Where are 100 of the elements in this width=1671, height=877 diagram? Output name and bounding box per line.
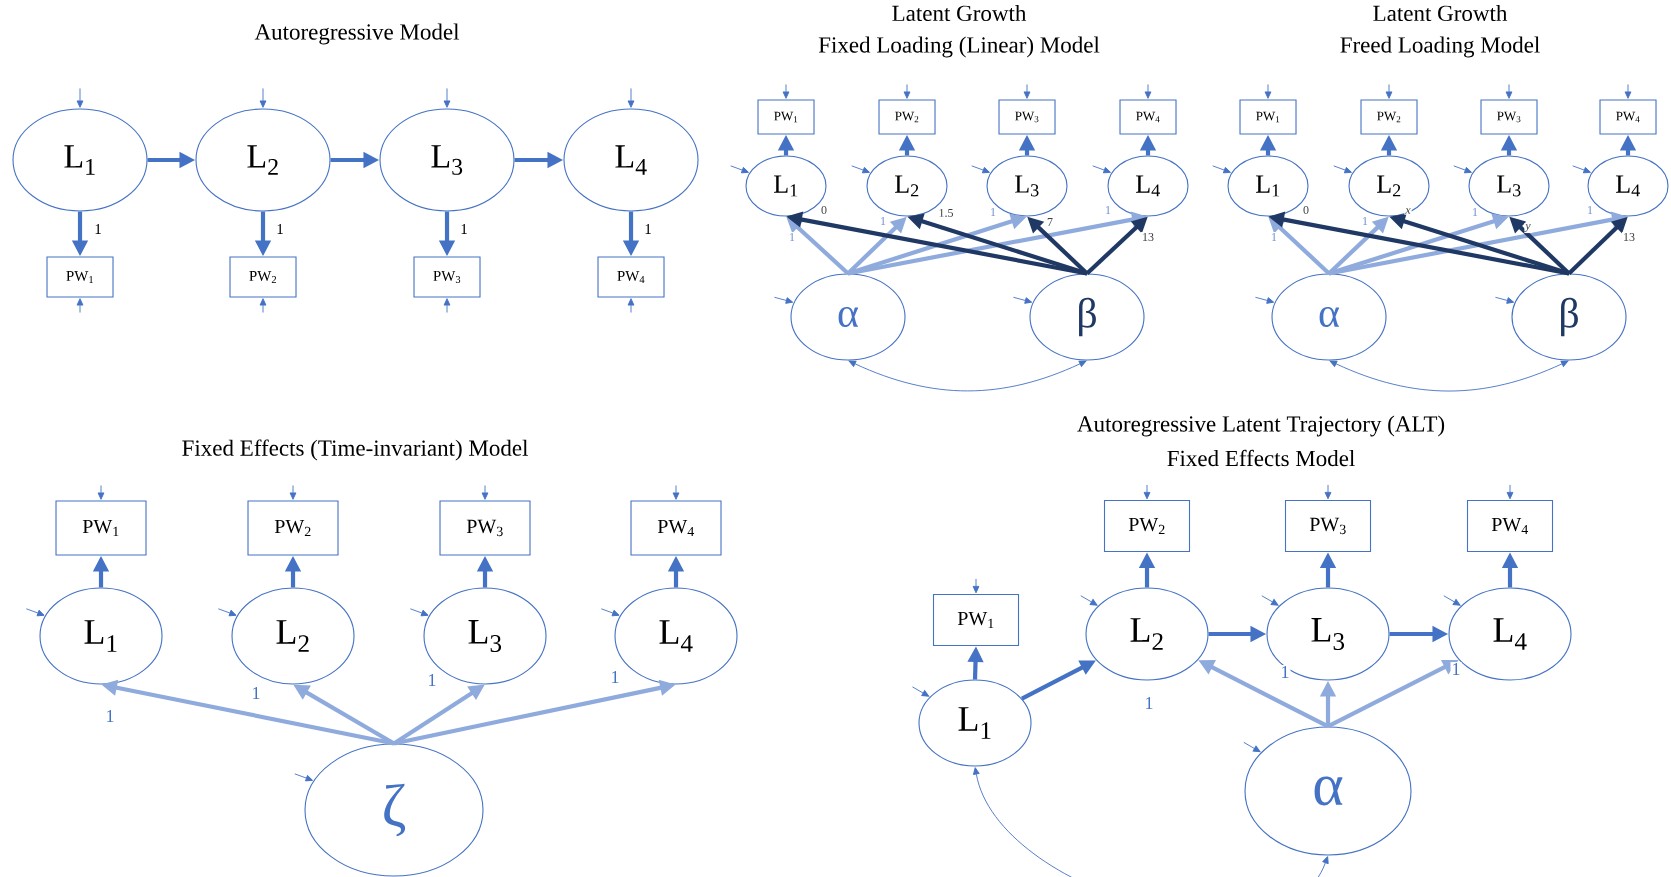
residual-arrow: [1385, 84, 1393, 99]
residual-arrow: [903, 84, 911, 99]
residual-arrow: [672, 485, 680, 500]
residual-arrow: [774, 296, 794, 304]
edge-label: 1: [879, 216, 887, 226]
edge-label: 13: [1141, 231, 1155, 243]
edge-label: 0: [820, 204, 828, 216]
edge-label: 1: [1143, 696, 1155, 710]
edge-label: 1: [1279, 665, 1291, 679]
residual-arrow: [1453, 165, 1472, 174]
double-headed-arrow: [1329, 360, 1569, 392]
panel-title: Latent Growth: [1373, 4, 1508, 22]
residual-arrow: [1572, 165, 1591, 174]
residual-arrow: [1080, 595, 1098, 606]
residual-arrow: [443, 298, 451, 313]
panel-title: Fixed Effects (Time-invariant) Model: [182, 439, 528, 461]
edge-label: 1: [643, 223, 653, 235]
edge-label: y: [1524, 222, 1532, 234]
residual-arrow: [76, 88, 84, 108]
indicator-box: PW$_{3}$: [1284, 499, 1372, 553]
double-headed-arrow: [973, 767, 1329, 877]
residual-arrow: [217, 608, 237, 617]
residual-arrow: [972, 578, 980, 594]
indicator-box: PW$_{2}$: [878, 99, 936, 135]
indicator-box: PW$_{3}$: [998, 99, 1056, 135]
panel-title: Freed Loading Model: [1340, 36, 1540, 58]
indicator-box: PW$_{3}$: [439, 500, 531, 556]
indicator-box: PW$_{3}$: [1480, 99, 1538, 135]
residual-arrow: [25, 608, 45, 617]
indicator-box: PW$_{1}$: [932, 593, 1020, 647]
edge-label: 1: [1270, 232, 1278, 242]
indicator-box: PW$_{4}$: [1119, 99, 1177, 135]
residual-arrow: [782, 84, 790, 99]
residual-arrow: [1333, 165, 1352, 174]
edge-label: 1: [1104, 205, 1112, 215]
residual-arrow: [443, 88, 451, 108]
residual-arrow: [851, 165, 870, 174]
edge-label: 7: [1046, 217, 1054, 227]
residual-arrow: [259, 298, 267, 313]
edge-label: 1: [1450, 662, 1462, 676]
residual-arrow: [294, 773, 313, 782]
edge-label: 1: [1361, 216, 1369, 226]
residual-arrow: [600, 608, 620, 617]
edge-label: x: [1404, 207, 1412, 215]
indicator-box: PW$_{1}$: [55, 500, 147, 556]
indicator-box: PW$_{4}$: [1466, 499, 1554, 553]
residual-arrow: [1264, 84, 1272, 99]
residual-arrow: [409, 608, 429, 617]
residual-arrow: [1013, 296, 1033, 304]
panel-title: Fixed Loading (Linear) Model: [818, 36, 1100, 58]
residual-arrow: [912, 686, 930, 697]
indicator-box: PW$_{2}$: [247, 500, 339, 556]
edge-label: 1: [989, 207, 997, 217]
indicator-box: PW$_{1}$: [1239, 99, 1297, 135]
indicator-box: PW$_{4}$: [597, 256, 665, 298]
residual-arrow: [1443, 595, 1461, 606]
edge-label: 13: [1622, 231, 1636, 243]
indicator-box: PW$_{2}$: [1360, 99, 1418, 135]
edge-label: 1: [104, 709, 116, 723]
residual-arrow: [1324, 484, 1332, 500]
edge-label: 1: [1586, 205, 1594, 215]
residual-arrow: [1243, 741, 1261, 753]
edge-label: 1: [275, 223, 285, 235]
edge-label: 1: [250, 686, 262, 700]
edge-label: 1: [426, 673, 438, 687]
residual-arrow: [627, 88, 635, 108]
residual-arrow: [730, 165, 749, 174]
double-headed-arrow: [848, 360, 1087, 392]
edge-label: 1: [459, 223, 469, 235]
residual-arrow: [1212, 165, 1231, 174]
indicator-box: PW$_{2}$: [1103, 499, 1191, 553]
panel-title: Autoregressive Latent Trajectory (ALT): [1077, 415, 1445, 437]
residual-arrow: [1505, 84, 1513, 99]
residual-arrow: [1143, 484, 1151, 500]
indicator-box: PW$_{4}$: [1599, 99, 1657, 135]
indicator-box: PW$_{3}$: [413, 256, 481, 298]
indicator-box: PW$_{2}$: [229, 256, 297, 298]
residual-arrow: [1495, 296, 1515, 304]
residual-arrow: [1624, 84, 1632, 99]
residual-arrow: [1261, 595, 1279, 606]
residual-arrow: [1092, 165, 1111, 174]
edge-label: 1: [1471, 207, 1479, 217]
residual-arrow: [97, 485, 105, 500]
residual-arrow: [627, 298, 635, 313]
residual-arrow: [481, 485, 489, 500]
panel-title: Latent Growth: [892, 4, 1027, 22]
residual-arrow: [1023, 84, 1031, 99]
indicator-box: PW$_{1}$: [757, 99, 815, 135]
panel-title: Fixed Effects Model: [1167, 449, 1355, 467]
residual-arrow: [1255, 296, 1275, 304]
panel-title: Autoregressive Model: [254, 23, 460, 45]
residual-arrow: [76, 298, 84, 313]
residual-arrow: [289, 485, 297, 500]
edge-label: 0: [1302, 204, 1310, 216]
residual-arrow: [259, 88, 267, 108]
edge-label: 1: [93, 223, 103, 235]
residual-arrow: [1506, 484, 1514, 500]
residual-arrow: [971, 165, 990, 174]
edge-label: 1: [788, 232, 796, 242]
indicator-box: PW$_{1}$: [46, 256, 114, 298]
